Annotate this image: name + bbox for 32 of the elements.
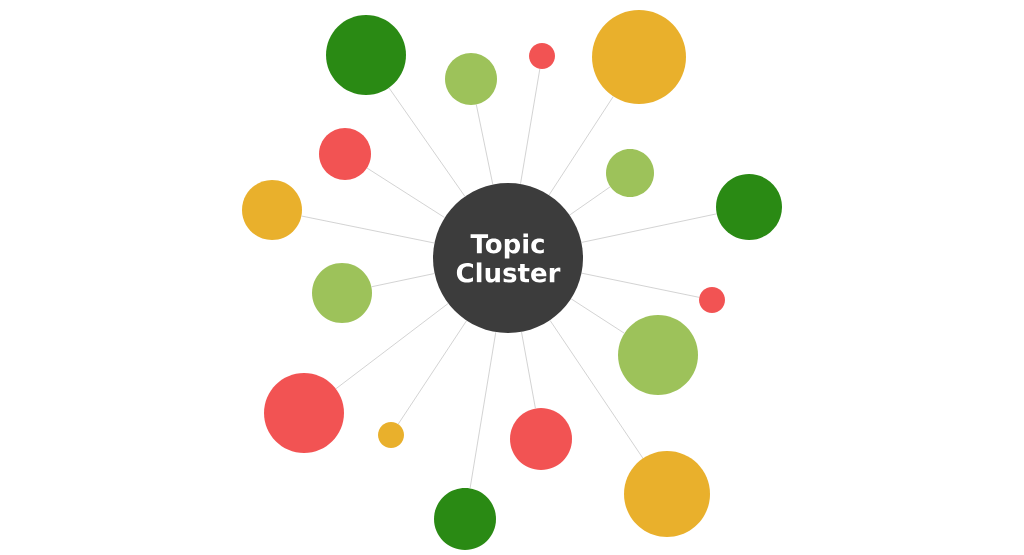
topic-circle xyxy=(592,10,686,104)
connector-line xyxy=(581,213,717,243)
topic-circle xyxy=(378,422,404,448)
connector-line xyxy=(520,68,541,185)
topic-circle xyxy=(606,149,654,197)
connector-line xyxy=(475,104,494,185)
connector-line xyxy=(548,96,614,196)
connector-line xyxy=(549,319,644,459)
connector-line xyxy=(570,298,625,334)
connector-line xyxy=(397,320,467,425)
connector-line xyxy=(469,331,497,489)
topic-circle xyxy=(434,488,496,550)
topic-circle xyxy=(242,180,302,240)
topic-circle xyxy=(716,174,782,240)
topic-circle xyxy=(326,15,406,95)
topic-circle xyxy=(264,373,344,453)
connector-line xyxy=(521,331,536,409)
topic-circle xyxy=(529,43,555,69)
connector-line xyxy=(335,303,449,390)
connector-line xyxy=(371,273,435,288)
topic-circle xyxy=(445,53,497,105)
connector-line xyxy=(581,272,700,298)
topic-circle xyxy=(699,287,725,313)
topic-circle xyxy=(312,263,372,323)
connector-line xyxy=(366,167,445,218)
connector-line xyxy=(569,186,611,216)
topic-circle xyxy=(319,128,371,180)
connector-line xyxy=(388,87,466,197)
connector-line xyxy=(301,215,435,244)
topic-circle xyxy=(510,408,572,470)
topic-circle xyxy=(618,315,698,395)
topic-circle xyxy=(624,451,710,537)
